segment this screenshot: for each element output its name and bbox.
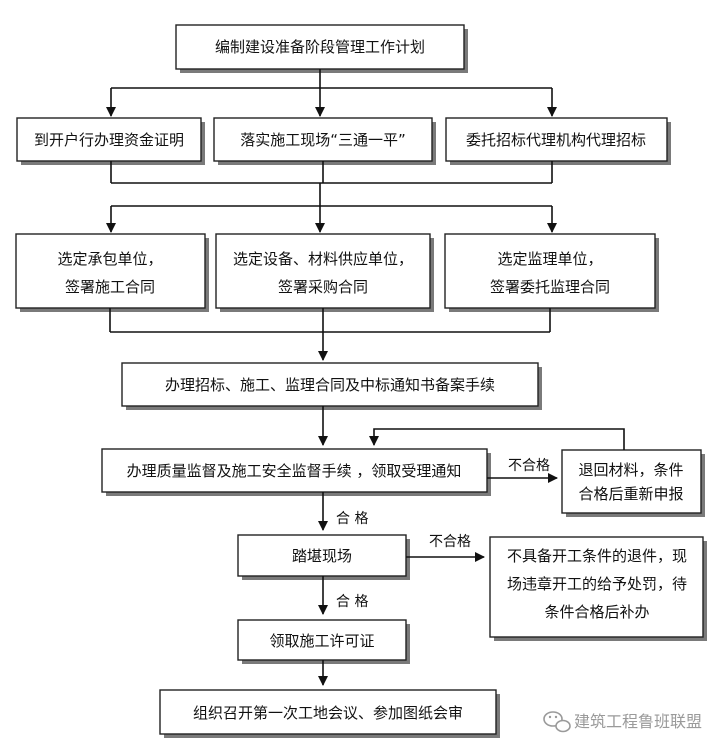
step-supervisor-line1: 选定监理单位， <box>497 250 602 268</box>
pass-label-1: 合 格 <box>336 511 368 527</box>
step-supplier-line1: 选定设备、材料供应单位， <box>233 250 413 268</box>
pass-label-2: 合 格 <box>336 594 368 610</box>
step-contractor-line1: 选定承包单位， <box>57 250 162 268</box>
step-filing-label: 办理招标、施工、监理合同及中标通知书备案手续 <box>165 376 495 394</box>
step-supervisor-line2: 签署委托监理合同 <box>490 278 610 296</box>
step-site-prep: 落实施工现场“三通一平” <box>213 117 436 165</box>
step-contractor-line2: 签署施工合同 <box>65 278 155 296</box>
step-permit-label: 领取施工许可证 <box>269 632 374 650</box>
step-plan: 编制建设准备阶段管理工作计划 <box>175 24 468 73</box>
step-site-survey: 踏堪现场 <box>237 534 410 580</box>
step-first-meeting: 组织召开第一次工地会议、参加图纸会审 <box>159 689 500 738</box>
step-penalty-line2: 场违章开工的给予处罚，待 <box>507 575 687 593</box>
step-contractor: 选定承包单位， 签署施工合同 <box>15 233 209 312</box>
step-supervision-label: 办理质量监督及施工安全监督手续 ，领取受理通知 <box>127 462 462 480</box>
step-supplier: 选定设备、材料供应单位， 签署采购合同 <box>215 233 434 312</box>
watermark-text: 建筑工程鲁班联盟 <box>574 712 702 731</box>
step-first-meeting-label: 组织召开第一次工地会议、参加图纸会审 <box>193 704 463 722</box>
step-supplier-line2: 签署采购合同 <box>278 278 368 296</box>
connector-row1-merge <box>110 161 553 207</box>
step-supervision: 办理质量监督及施工安全监督手续 ，领取受理通知 <box>101 448 491 496</box>
step-bank-proof: 到开户行办理资金证明 <box>16 117 205 165</box>
fail-label-1: 不合格 <box>508 458 550 474</box>
step-filing: 办理招标、施工、监理合同及中标通知书备案手续 <box>121 362 542 410</box>
fail-label-2: 不合格 <box>429 534 471 550</box>
step-permit: 领取施工许可证 <box>237 619 410 664</box>
step-site-prep-label: 落实施工现场“三通一平” <box>240 131 406 149</box>
step-tender-agent-label: 委托招标代理机构代理招标 <box>466 131 646 149</box>
step-return-materials: 退回材料，条件 合格后重新申报 <box>561 449 705 517</box>
step-return-line1: 退回材料，条件 <box>578 461 683 479</box>
wechat-icon <box>543 711 571 733</box>
connector-row2-merge <box>109 308 551 333</box>
step-penalty: 不具备开工条件的退件，现 场违章开工的给予处罚，待 条件合格后补办 <box>489 536 707 641</box>
step-site-survey-label: 踏堪现场 <box>292 547 352 565</box>
step-tender-agent: 委托招标代理机构代理招标 <box>445 117 671 165</box>
connector-top-row1 <box>111 69 552 89</box>
step-plan-label: 编制建设准备阶段管理工作计划 <box>215 38 425 56</box>
watermark: 建筑工程鲁班联盟 <box>543 711 702 733</box>
step-supervisor: 选定监理单位， 签署委托监理合同 <box>444 233 659 312</box>
step-return-line2: 合格后重新申报 <box>578 485 683 503</box>
step-penalty-line1: 不具备开工条件的退件，现 <box>507 547 687 565</box>
step-bank-proof-label: 到开户行办理资金证明 <box>34 131 184 149</box>
step-penalty-line3: 条件合格后补办 <box>544 603 649 621</box>
loop-return-to-supervision <box>369 428 625 450</box>
